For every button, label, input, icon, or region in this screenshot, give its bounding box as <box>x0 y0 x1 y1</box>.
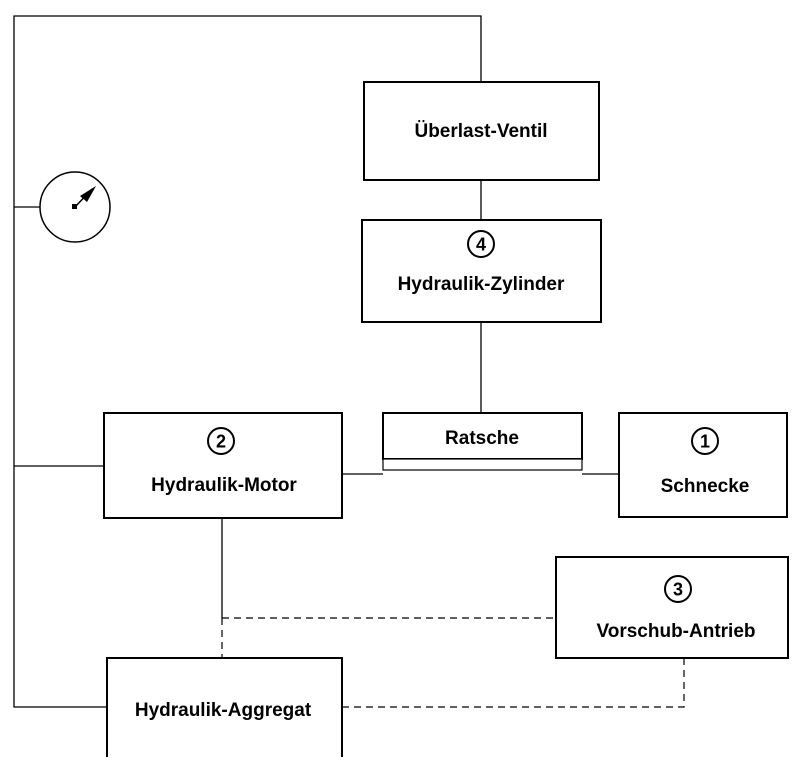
ratchet-box: Ratsche <box>382 412 583 471</box>
number-badge-2 <box>207 427 235 455</box>
number-badge-4 <box>467 230 495 258</box>
feed-drive-label: Vorschub-Antrieb <box>596 621 755 642</box>
hydraulic-lines <box>13 15 619 708</box>
number-badge-3 <box>664 575 692 603</box>
number-badge-1 <box>691 427 719 455</box>
motor-number: 2 <box>216 432 226 452</box>
pressure-gauge-icon <box>39 171 111 243</box>
feed-return-dashed-line <box>342 658 685 708</box>
feed-drive-number: 3 <box>673 580 683 600</box>
auger-number: 1 <box>700 432 710 452</box>
control-lines <box>221 617 685 708</box>
cylinder-number: 4 <box>476 235 486 255</box>
supply-line-outer <box>13 15 482 708</box>
hydraulic-motor-box: 2 Hydraulik-Motor <box>103 412 343 519</box>
ratchet-label: Ratsche <box>445 428 519 449</box>
hydraulic-unit-box: Hydraulik-Aggregat <box>106 657 343 762</box>
feed-drive-box: 3 Vorschub-Antrieb <box>555 556 789 659</box>
overload-valve-label: Überlast-Ventil <box>414 121 547 142</box>
hydraulic-cylinder-box: 4 Hydraulik-Zylinder <box>361 219 602 323</box>
hydraulic-cylinder-label: Hydraulik-Zylinder <box>398 274 565 295</box>
overload-valve-box: Überlast-Ventil <box>363 81 600 181</box>
hydraulic-motor-label: Hydraulik-Motor <box>151 475 297 496</box>
auger-label: Schnecke <box>661 476 750 497</box>
hydraulic-unit-label: Hydraulik-Aggregat <box>135 700 312 721</box>
auger-box: 1 Schnecke <box>618 412 788 518</box>
